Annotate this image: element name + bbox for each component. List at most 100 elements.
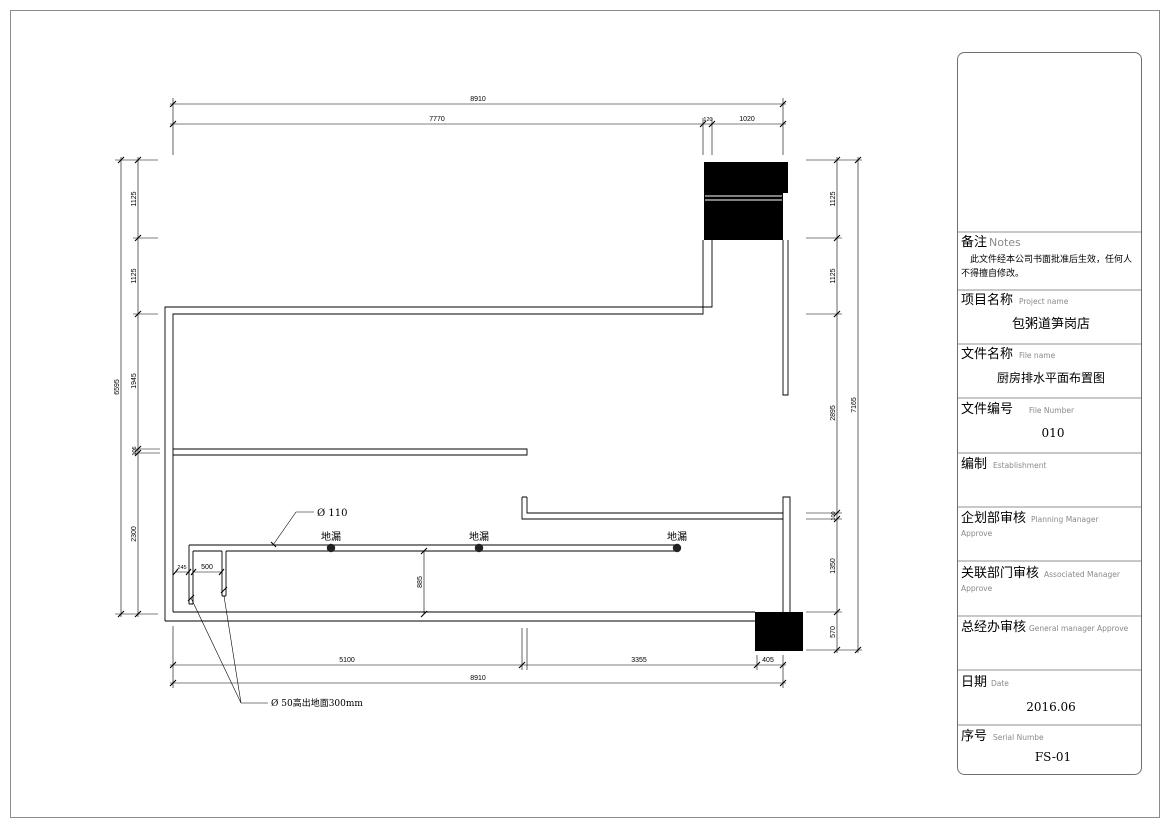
- dimension-top-overall: 8910: [470, 96, 486, 103]
- planning-approve-label: 企划部审核: [961, 510, 1026, 526]
- dimension-right: 7165 1125 1125 2895 100 1350 570: [806, 156, 862, 654]
- dimension-right-overall: 7165: [851, 397, 858, 413]
- leaders: Ø 110 Ø 50高出地面300mm: [190, 508, 363, 709]
- file-name-value: 厨房排水平面布置图: [997, 370, 1105, 385]
- walls: [164, 240, 791, 622]
- dimension-top: 8910 7770 120 1020: [169, 96, 787, 155]
- dimension-lines-bottom: [170, 626, 786, 688]
- dimension-left-segment: 1125: [131, 191, 138, 206]
- floor-drain-2: [474, 543, 484, 553]
- file-number-label-en: File Number: [1029, 406, 1075, 415]
- dimension-bottom-overall: 8910: [470, 675, 486, 682]
- serial-value: FS-01: [1035, 750, 1071, 764]
- date-label-en: Date: [991, 679, 1009, 688]
- project-name-label-en: Project name: [1019, 297, 1069, 306]
- notes-text: 不得擅自修改。: [961, 267, 1024, 279]
- down-pipe-marks: [187, 586, 228, 602]
- down-pipe-1: [188, 545, 194, 605]
- counter-partition: [173, 448, 528, 456]
- dimension-lines-left: [115, 157, 160, 617]
- dimension-pipe-to-wall: 885: [417, 576, 424, 588]
- file-name-label: 文件名称: [961, 346, 1013, 362]
- dimension-left-segment: 1125: [131, 268, 138, 283]
- dimension-top-segment: 7770: [429, 116, 445, 123]
- column-top-right: [704, 162, 788, 193]
- dimension-bottom-segment: 5100: [339, 657, 355, 664]
- general-approve-label: 总经办审核: [961, 620, 1026, 635]
- establishment-label: 编制: [961, 457, 987, 472]
- dimension-lines-right: [806, 157, 862, 653]
- general-approve-label-en: General manager Approve: [1029, 624, 1129, 633]
- down-pipe-label: Ø 50高出地面300mm: [271, 697, 363, 709]
- title-block-frame: [957, 52, 1142, 775]
- dimension-left-overall: 6595: [114, 379, 121, 395]
- main-pipe-label: Ø 110: [317, 508, 347, 519]
- establishment-label-en: Establishment: [993, 461, 1046, 470]
- dimension-pipe-offset: 245: [177, 565, 186, 571]
- dimension-bottom-segment: 3355: [631, 657, 647, 664]
- dimension-right-segment: 2895: [830, 405, 837, 421]
- associated-approve-label: 关联部门审核: [961, 566, 1039, 581]
- floor-drain-label: 地漏: [667, 530, 687, 543]
- planning-approve-label-en: Approve: [961, 529, 993, 538]
- column-top-right-lower: [704, 203, 783, 240]
- dimension-pipes: 245 500 885: [172, 547, 428, 618]
- notes-text: 此文件经本公司书面批准后生效，任何人: [970, 253, 1132, 265]
- file-number-label: 文件编号: [961, 402, 1013, 417]
- date-label: 日期: [961, 675, 987, 690]
- file-name-label-en: File name: [1019, 351, 1056, 360]
- floor-drain-3: [672, 543, 682, 553]
- sheet-border: [10, 10, 1160, 818]
- floor-drain-1: [326, 543, 336, 553]
- dimension-right-segment: 100: [831, 511, 837, 520]
- dimension-right-segment: 1125: [830, 268, 837, 283]
- dimension-right-segment: 570: [830, 626, 837, 638]
- dimension-right-segment: 1125: [830, 191, 837, 206]
- date-value: 2016.06: [1026, 700, 1076, 714]
- associated-approve-label-en: Approve: [961, 584, 993, 593]
- column-bottom-right: [755, 612, 803, 651]
- project-name-value: 包粥道笋岗店: [1012, 316, 1090, 332]
- right-thin-wall: [782, 240, 791, 612]
- dimension-ticks-pipes: [172, 547, 428, 618]
- dimension-left-segment: 105: [132, 446, 138, 455]
- dimension-lines-top: [170, 98, 786, 155]
- dimension-lines-pipes: [175, 551, 425, 614]
- notes-label: 备注: [961, 234, 987, 250]
- dimension-left-segment: 2300: [131, 526, 138, 542]
- structural-columns: [704, 162, 803, 651]
- file-number-value: 010: [1042, 426, 1065, 440]
- inner-partition-wall: [521, 496, 783, 520]
- room-outline-wall: [164, 240, 755, 622]
- main-pipe-leader: [272, 511, 314, 546]
- dimension-ticks-bottom: [169, 661, 787, 687]
- floor-drain-label: 地漏: [469, 530, 489, 543]
- dimension-bottom: 5100 3355 405 8910: [169, 626, 787, 688]
- title-block: 备注 Notes 此文件经本公司书面批准后生效，任何人 不得擅自修改。 项目名称…: [957, 52, 1142, 775]
- dimension-right-segment: 1350: [830, 558, 837, 574]
- floor-drain-label: 地漏: [321, 530, 341, 543]
- column-top-right-band: [704, 193, 783, 203]
- planning-approve-label-en: Planning Manager: [1031, 515, 1099, 524]
- notes-label-en: Notes: [989, 236, 1021, 249]
- drain-pipes: 地漏 地漏 地漏: [187, 530, 687, 605]
- floor-plan: 地漏 地漏 地漏 Ø 110 Ø 50高出地面300mm 8910 7770 1…: [114, 96, 862, 709]
- main-pipe-leader-arrow: [270, 541, 277, 548]
- associated-approve-label-en: Associated Manager: [1044, 570, 1121, 579]
- serial-label-en: Serial Numbe: [993, 733, 1044, 742]
- down-pipe-leader: [190, 595, 268, 704]
- dimension-top-segment: 120: [703, 117, 712, 123]
- serial-label: 序号: [961, 729, 987, 744]
- main-drain-pipe: [189, 544, 678, 552]
- dimension-ticks-right: [833, 156, 862, 654]
- dimension-pipe-spacing: 500: [201, 564, 213, 571]
- dimension-bottom-segment: 405: [762, 657, 774, 664]
- dimension-top-segment: 1020: [739, 116, 755, 123]
- dimension-ticks-left: [117, 156, 142, 618]
- title-block-dividers: [958, 231, 1141, 726]
- dimension-ticks-top: [169, 100, 787, 128]
- column-top-right-detail: [705, 195, 782, 201]
- dimension-left-segment: 1945: [131, 373, 138, 389]
- dimension-left: 6595 1125 1125 1945 105 2300: [114, 156, 160, 618]
